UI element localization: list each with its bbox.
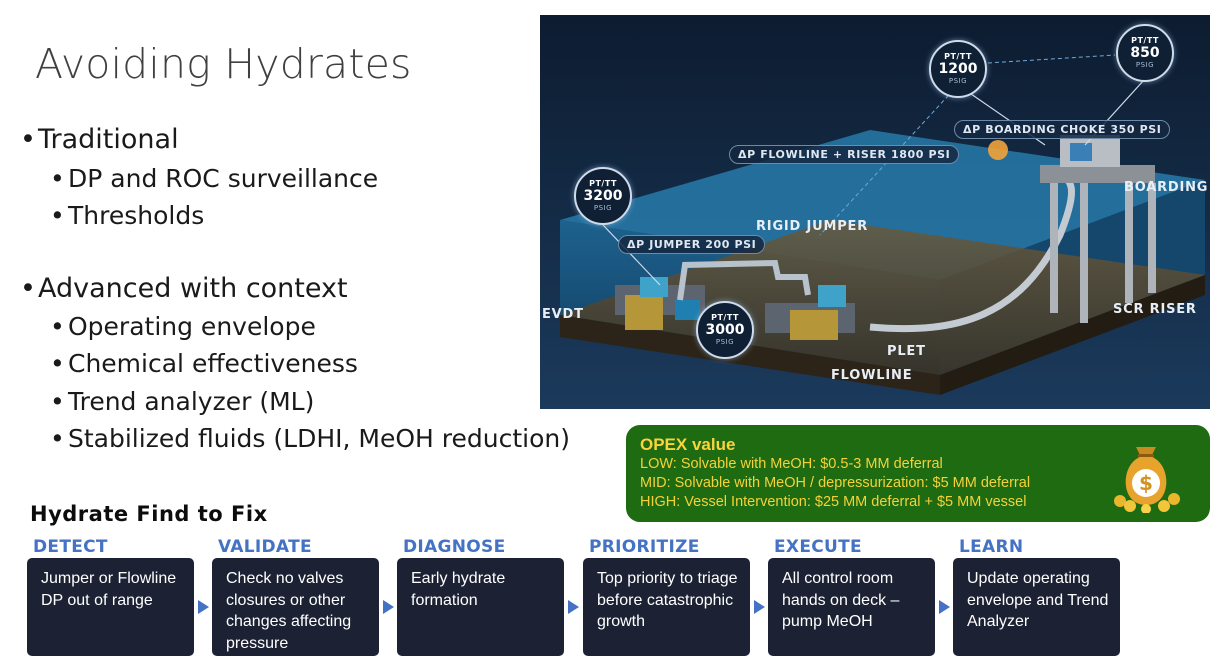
plet-label: PLET <box>887 344 926 359</box>
boarding-label: BOARDING <box>1124 180 1209 195</box>
opex-title: OPEX value <box>640 435 736 454</box>
step-heading-diagnose: DIAGNOSE <box>403 537 506 557</box>
step-box-validate: Check no valves closures or other change… <box>212 558 379 656</box>
bullet-item: •Traditional <box>20 124 179 155</box>
opex-line: HIGH: Vessel Intervention: $25 MM deferr… <box>640 494 1027 510</box>
flow-arrow-icon <box>198 600 209 614</box>
flow-arrow-icon <box>568 600 579 614</box>
step-heading-learn: LEARN <box>959 537 1024 557</box>
pressure-gauge: PT/TT 3200 PSIG <box>574 167 632 225</box>
bullet-item: •Chemical effectiveness <box>50 349 358 378</box>
bullet-item: •Thresholds <box>50 201 205 230</box>
bullet-item: •DP and ROC surveillance <box>50 164 379 193</box>
page-title: Avoiding Hydrates <box>35 40 412 88</box>
money-bag-icon: $ <box>1114 447 1180 513</box>
step-heading-prioritize: PRIORITIZE <box>589 537 700 557</box>
flow-arrow-icon <box>754 600 765 614</box>
step-box-detect: Jumper or Flowline DP out of range <box>27 558 194 656</box>
dp-boarding-choke-label: ΔP BOARDING CHOKE 350 PSI <box>954 120 1171 139</box>
flowline-label: FLOWLINE <box>831 368 913 383</box>
opex-line: MID: Solvable with MeOH / depressurizati… <box>640 475 1031 491</box>
subsea-scene-graphic <box>540 15 1210 409</box>
bullet-item: •Operating envelope <box>50 312 316 341</box>
pressure-gauge: PT/TT 3000 PSIG <box>696 301 754 359</box>
flow-arrow-icon <box>383 600 394 614</box>
rigid-jumper-label: RIGID JUMPER <box>756 219 869 234</box>
subsea-system-illustration: PT/TT 1200 PSIG PT/TT 850 PSIG PT/TT 320… <box>540 15 1210 409</box>
bullet-item: •Trend analyzer (ML) <box>50 387 315 416</box>
opex-line: LOW: Solvable with MeOH: $0.5-3 MM defer… <box>640 456 943 472</box>
bullet-item: •Advanced with context <box>20 273 348 304</box>
pressure-gauge: PT/TT 1200 PSIG <box>929 40 987 98</box>
evdt-label: EVDT <box>542 307 584 322</box>
svg-text:$: $ <box>1139 471 1153 495</box>
step-heading-validate: VALIDATE <box>218 537 312 557</box>
step-heading-execute: EXECUTE <box>774 537 862 557</box>
step-heading-detect: DETECT <box>33 537 108 557</box>
dp-flowline-riser-label: ΔP FLOWLINE + RISER 1800 PSI <box>729 145 960 164</box>
step-box-prioritize: Top priority to triage before catastroph… <box>583 558 750 656</box>
step-box-diagnose: Early hydrate formation <box>397 558 564 656</box>
scr-riser-label: SCR RISER <box>1113 302 1197 317</box>
bullet-item: •Stabilized fluids (LDHI, MeOH reduction… <box>50 424 570 453</box>
pressure-gauge: PT/TT 850 PSIG <box>1116 24 1174 82</box>
dp-jumper-label: ΔP JUMPER 200 PSI <box>618 235 766 254</box>
flow-arrow-icon <box>939 600 950 614</box>
opex-value-box: OPEX value LOW: Solvable with MeOH: $0.5… <box>626 425 1210 522</box>
find-to-fix-title: Hydrate Find to Fix <box>30 502 268 526</box>
step-box-learn: Update operating envelope and Trend Anal… <box>953 558 1120 656</box>
step-box-execute: All control room hands on deck – pump Me… <box>768 558 935 656</box>
